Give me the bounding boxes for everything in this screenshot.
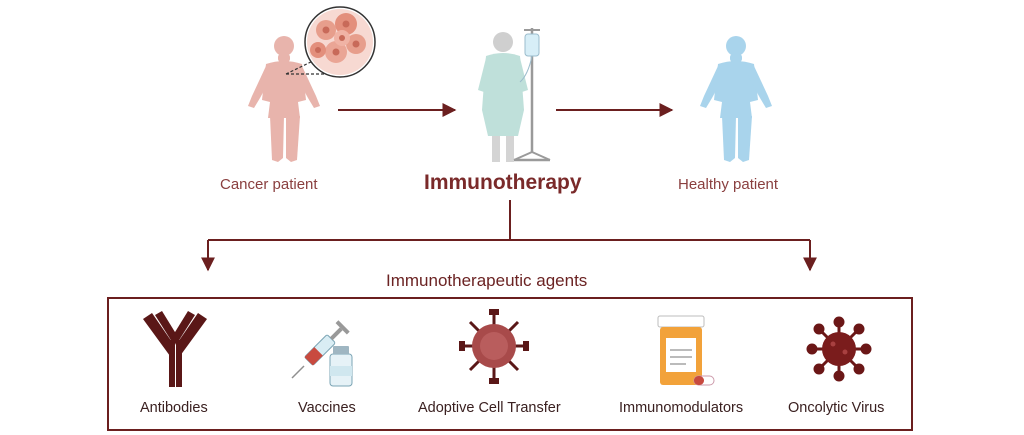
vaccine-icon	[291, 320, 353, 387]
iv-stand-icon	[513, 28, 551, 162]
cancer-patient-label: Cancer patient	[220, 176, 318, 193]
healthy-patient-label: Healthy patient	[678, 176, 779, 193]
healthy-patient-figure	[700, 36, 772, 162]
immunotherapy-title: Immunotherapy	[424, 171, 582, 194]
virus-icon	[806, 316, 872, 382]
agent-label-oncolytic-virus: Oncolytic Virus	[788, 400, 885, 416]
tumor-magnifier	[285, 6, 376, 78]
agent-label-vaccines: Vaccines	[298, 400, 356, 416]
antibody-icon	[143, 311, 207, 387]
branch-connector	[201, 200, 817, 272]
pill-bottle-icon	[657, 315, 715, 386]
treated-patient-figure	[478, 32, 528, 162]
agent-label-adoptive-cell-transfer: Adoptive Cell Transfer	[418, 400, 561, 416]
agents-section-title: Immunotherapeutic agents	[386, 271, 588, 290]
cancer-patient-figure	[248, 36, 320, 162]
t-cell-icon	[459, 309, 529, 384]
agents-box	[107, 297, 913, 431]
agent-label-antibodies: Antibodies	[140, 400, 208, 416]
agent-label-immunomodulators: Immunomodulators	[619, 400, 744, 416]
